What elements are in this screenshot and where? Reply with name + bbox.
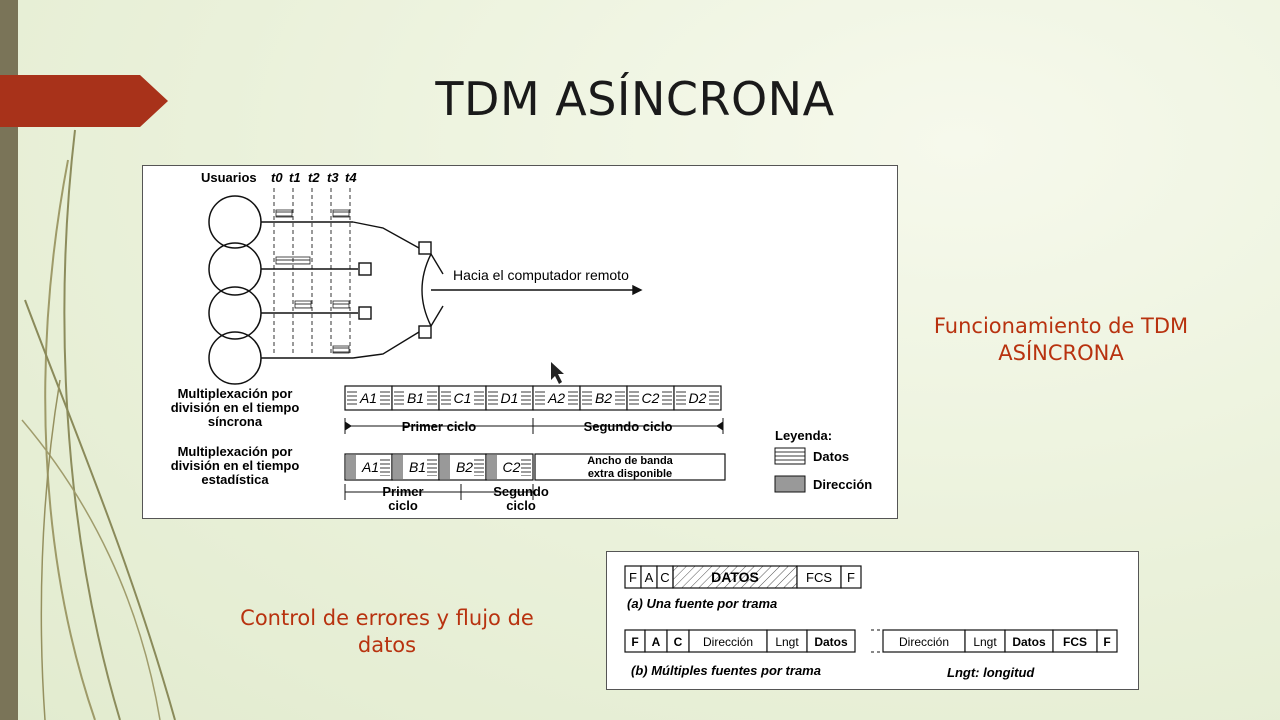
caption-right: Funcionamiento de TDM ASÍNCRONA: [933, 314, 1189, 365]
first-cycle-label: Primer ciclo: [402, 419, 476, 434]
users-label: Usuarios: [201, 170, 257, 185]
sync-label: Multiplexación por división en el tiempo…: [171, 386, 300, 429]
stat-slot-label: B2: [456, 459, 473, 475]
stat-slot-label: C2: [503, 459, 521, 475]
tdm-diagram: Usuarios t0 t1 t2 t3 t4: [142, 165, 898, 519]
time-labels: t0 t1 t2 t3 t4: [271, 170, 357, 185]
time-label-t3: t3: [327, 170, 339, 185]
time-label-t1: t1: [289, 170, 301, 185]
frame-b-field-label: Lngt: [973, 635, 997, 649]
second-cycle-label: Segundo ciclo: [584, 419, 673, 434]
sync-label-1: Multiplexación por: [178, 386, 293, 401]
frame-a-field-label: F: [847, 570, 855, 585]
decorative-curves: [21, 129, 176, 720]
sync-slot-label: B1: [407, 390, 424, 406]
note-b: Lngt: longitud: [947, 665, 1035, 680]
frame-b-field: [806, 629, 856, 653]
frame-a-field-label: DATOS: [711, 569, 759, 585]
sync-label-3: síncrona: [208, 414, 263, 429]
sync-slot-label: D2: [689, 390, 707, 406]
stat-label: Multiplexación por división en el tiempo…: [171, 444, 300, 487]
sync-slot-label: B2: [595, 390, 612, 406]
frame-b-field-label: Datos: [814, 635, 848, 649]
frame-a-field-label: F: [629, 570, 637, 585]
sync-slot-label: A1: [359, 390, 377, 406]
sync-frame: A1 B1 C1 D1 A2 B2 C2 D2: [344, 385, 722, 411]
caption-b: (b) Múltiples fuentes por trama: [631, 663, 821, 678]
caption-bottom: Control de errores y flujo de datos: [240, 606, 534, 657]
legend: Leyenda: Datos Dirección: [774, 428, 872, 493]
time-label-t4: t4: [345, 170, 357, 185]
legend-data: Datos: [813, 449, 849, 464]
frame-b-field-label: A: [652, 635, 661, 649]
remote-label: Hacia el computador remoto: [453, 267, 629, 283]
time-label-t0: t0: [271, 170, 283, 185]
slide-title: TDM ASÍNCRONA: [435, 72, 835, 126]
stat-second-2: ciclo: [506, 498, 536, 513]
title-tag: [0, 75, 168, 127]
stat-label-3: estadística: [201, 472, 269, 487]
legend-title: Leyenda:: [775, 428, 832, 443]
frame-a-field-label: FCS: [806, 570, 832, 585]
frame-a-field: [840, 565, 862, 589]
user-terminals: [208, 195, 262, 385]
sync-slot-label: C2: [642, 390, 660, 406]
stat-label-2: división en el tiempo: [171, 458, 300, 473]
extra-bandwidth-1: Ancho de banda: [587, 455, 673, 467]
frame-b-field-label: Datos: [1012, 635, 1046, 649]
frame-a-field-label: A: [645, 570, 654, 585]
sync-slot-label: C1: [454, 390, 472, 406]
frame-a-field-label: C: [660, 570, 669, 585]
sync-label-2: división en el tiempo: [171, 400, 300, 415]
frame-b-field-label: F: [631, 635, 638, 649]
mouse-cursor-icon: [551, 362, 564, 384]
frame-b-field-label: Dirección: [703, 635, 753, 649]
frame-b-field-label: Dirección: [899, 635, 949, 649]
frame-b-field-label: FCS: [1063, 635, 1087, 649]
stat-frame: A1 B1 B2 C2: [344, 453, 534, 481]
time-label-t2: t2: [308, 170, 320, 185]
legend-address: Dirección: [813, 477, 872, 492]
stat-first-2: ciclo: [388, 498, 418, 513]
left-strip: [0, 0, 18, 720]
stat-slot-label: B1: [409, 459, 426, 475]
frame-b-field-label: F: [1103, 635, 1110, 649]
extra-bandwidth-2: extra disponible: [588, 468, 672, 480]
frame-b-field-label: C: [674, 635, 683, 649]
stat-second-1: Segundo: [493, 484, 549, 499]
frame-b-field-label: Lngt: [775, 635, 799, 649]
frame-b-field: [1096, 629, 1118, 653]
sync-slot-label: D1: [501, 390, 519, 406]
sync-slot-label: A2: [547, 390, 565, 406]
stat-slot-label: A1: [361, 459, 379, 475]
caption-a: (a) Una fuente por trama: [627, 596, 777, 611]
stat-first-1: Primer: [382, 484, 423, 499]
stat-label-1: Multiplexación por: [178, 444, 293, 459]
